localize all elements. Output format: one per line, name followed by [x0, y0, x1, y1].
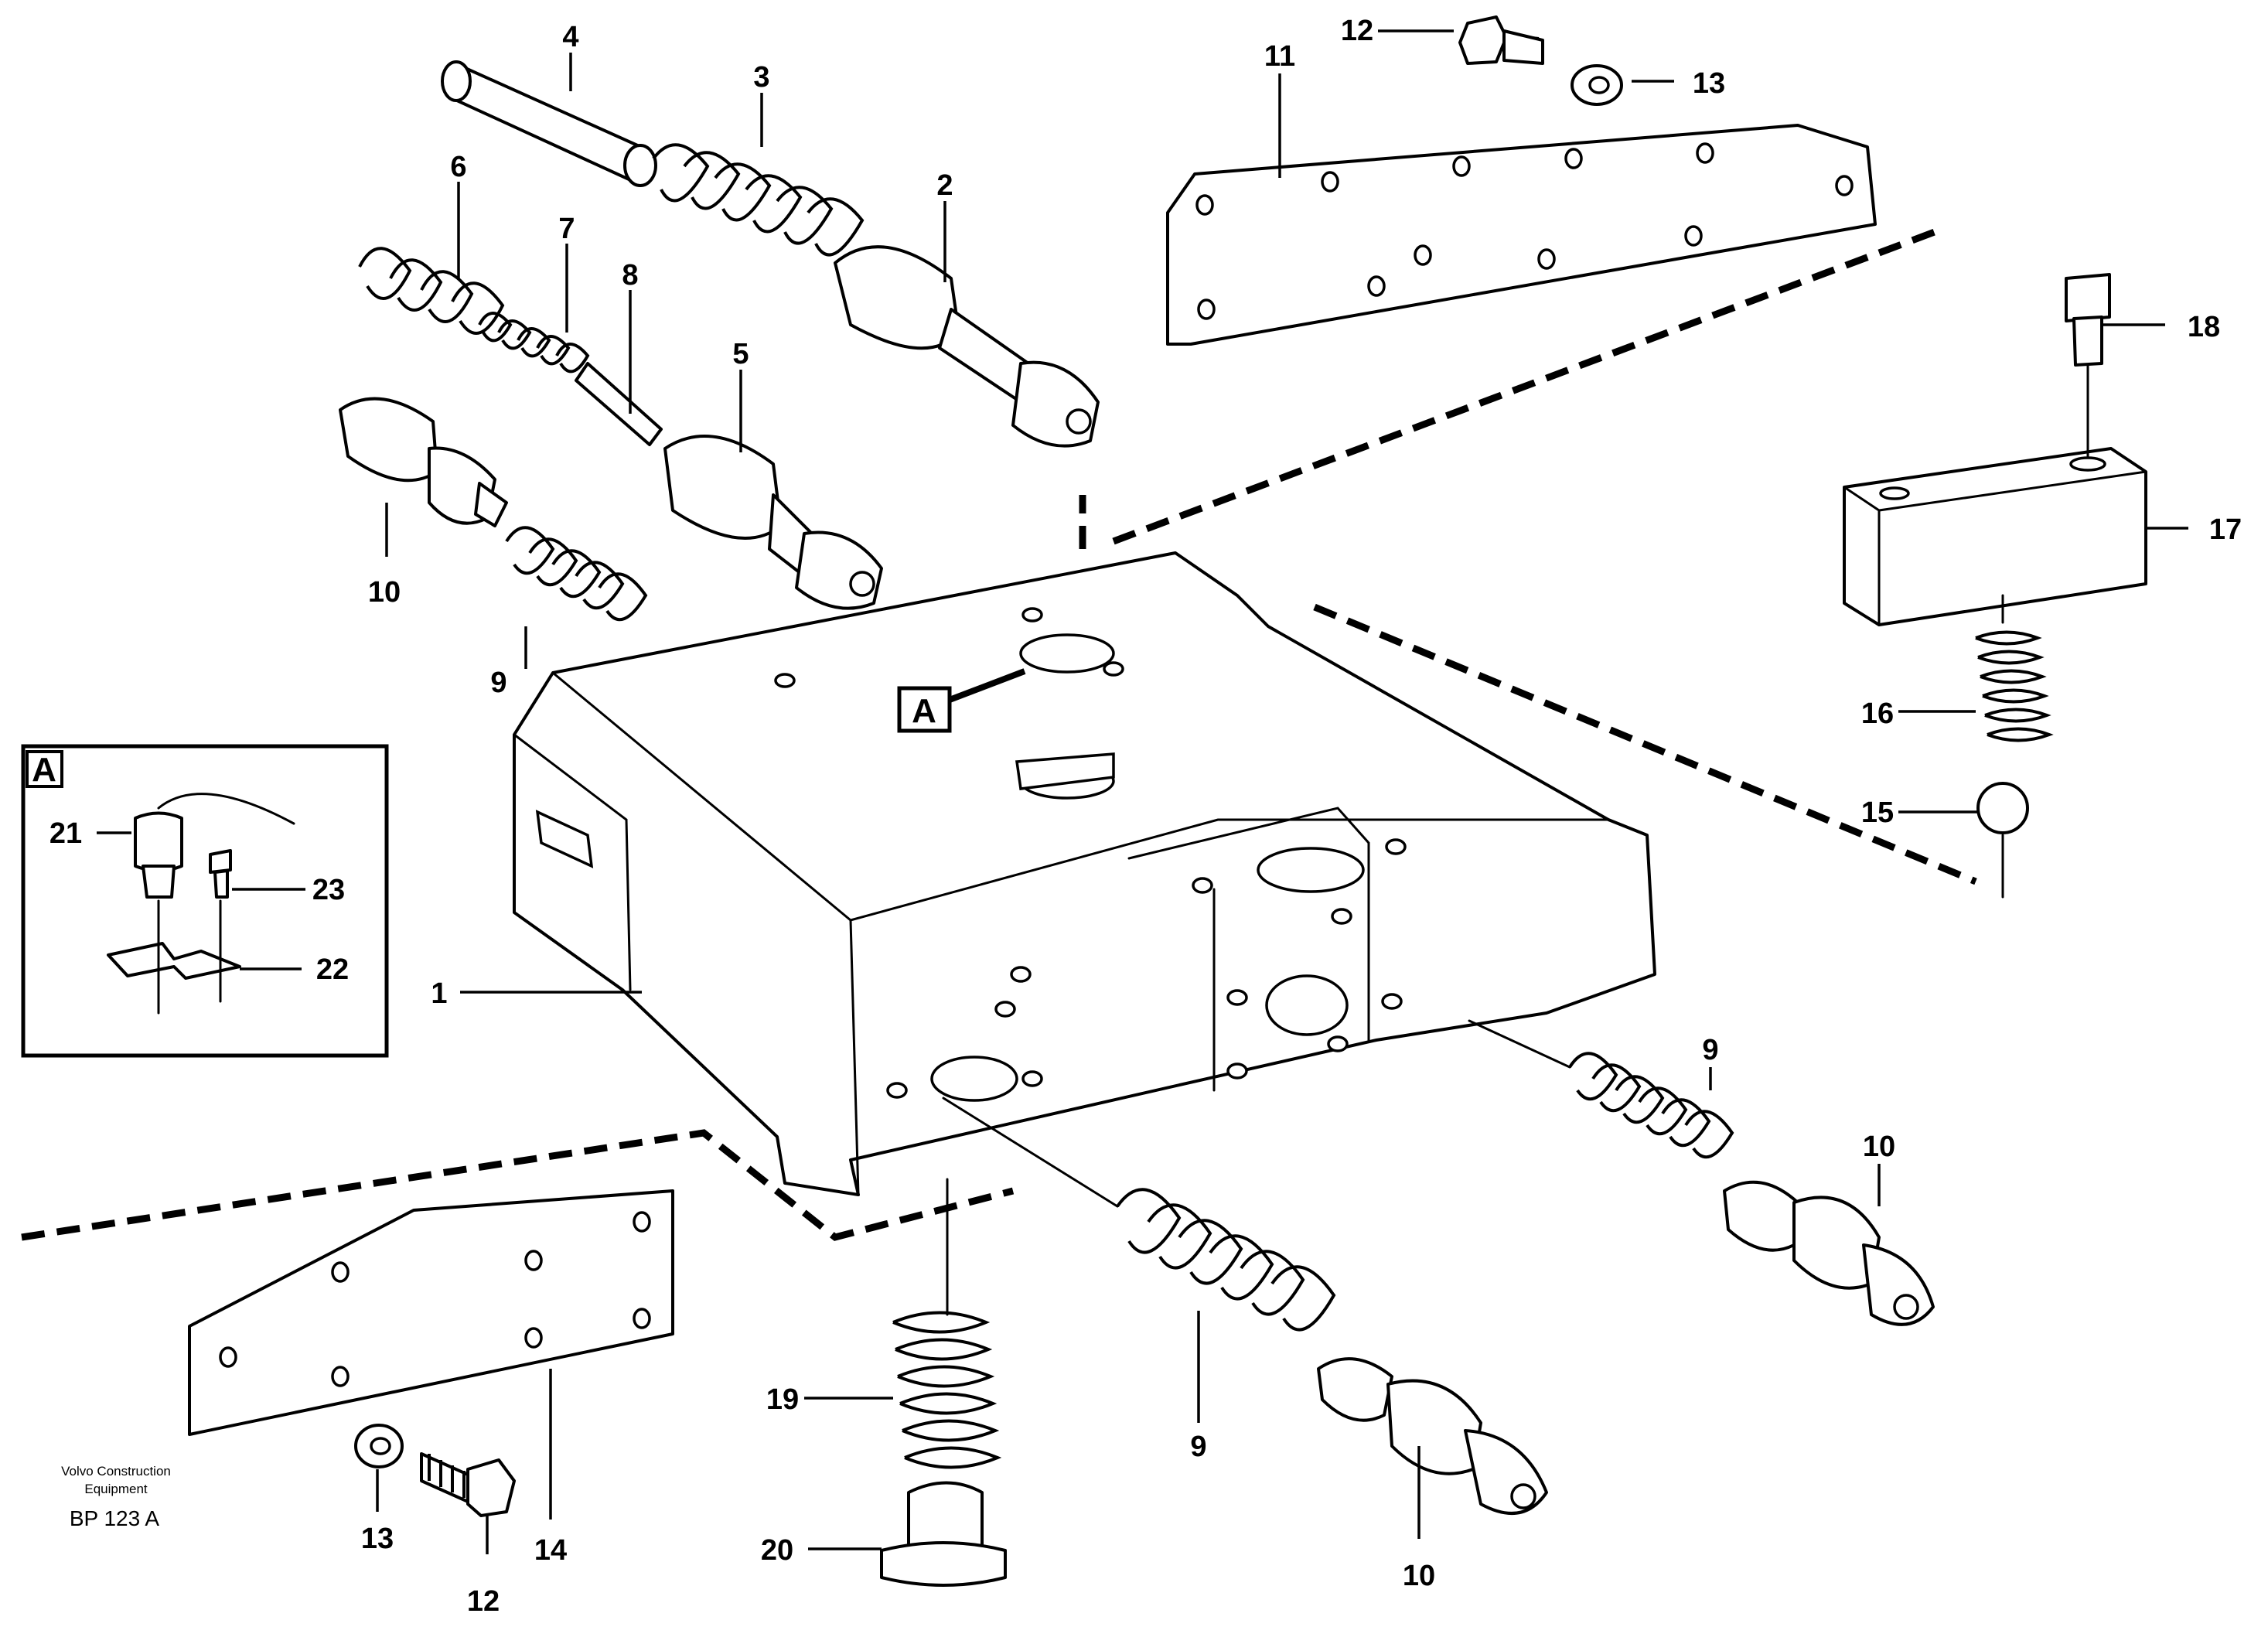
- callout-10-lower: 10: [1403, 1560, 1435, 1592]
- callout-8: 8: [622, 259, 638, 292]
- callout-2: 2: [936, 169, 953, 202]
- callout-12-lower: 12: [467, 1585, 500, 1618]
- drawing-code: BP 123 A: [70, 1506, 160, 1530]
- cover-plate-upper: [1166, 124, 1877, 346]
- callout-22: 22: [316, 953, 349, 986]
- credit-line-2: Equipment: [84, 1482, 148, 1496]
- callout-10-right: 10: [1863, 1131, 1895, 1163]
- callout-15: 15: [1861, 796, 1894, 829]
- leader-lines: [97, 29, 2188, 1554]
- callout-13-lower: 13: [361, 1523, 394, 1555]
- publisher-credit: Volvo Construction Equipment BP 123 A: [61, 1464, 171, 1530]
- callout-13-upper: 13: [1693, 67, 1725, 100]
- callout-10-upper: 10: [368, 576, 401, 609]
- callout-4: 4: [562, 21, 578, 53]
- callout-1: 1: [431, 977, 447, 1010]
- callout-14: 14: [534, 1534, 567, 1567]
- callout-6: 6: [450, 151, 466, 183]
- callout-3: 3: [753, 61, 769, 94]
- credit-line-1: Volvo Construction: [61, 1464, 171, 1479]
- upper-spool-set: [339, 60, 1100, 622]
- callout-9-lower: 9: [1190, 1431, 1206, 1463]
- callout-20: 20: [761, 1534, 793, 1567]
- callout-numbers: 4 3 2 6 7 8 5 10 9 11 12 13 18 17 16 15 …: [49, 15, 2242, 1618]
- callout-11: 11: [1264, 40, 1295, 73]
- screw-washer-lower: [354, 1424, 516, 1517]
- callout-5: 5: [732, 338, 749, 370]
- callout-7: 7: [558, 213, 575, 245]
- callout-16: 16: [1861, 698, 1894, 730]
- cover-plate-lower: [188, 1189, 674, 1436]
- callout-9-right: 9: [1702, 1034, 1718, 1066]
- callout-19: 19: [766, 1383, 799, 1416]
- pressure-block-assembly: [1843, 273, 2147, 899]
- detail-a-label: A: [912, 692, 936, 730]
- inset-detail-a: A: [21, 744, 389, 1058]
- callout-23: 23: [312, 874, 345, 906]
- inset-a-label: A: [32, 751, 56, 789]
- lower-spool-set: [942, 1019, 1935, 1515]
- valve-housing: [513, 551, 1656, 1196]
- callout-17: 17: [2209, 513, 2242, 546]
- callout-21: 21: [49, 817, 82, 850]
- callout-9-upper: 9: [490, 667, 506, 699]
- callout-18: 18: [2188, 311, 2220, 343]
- spring-plug-set: [880, 1178, 1007, 1587]
- detail-a-marker: A: [897, 668, 1026, 733]
- callout-12-upper: 12: [1341, 15, 1373, 47]
- screw-washer-upper: [1458, 15, 1623, 106]
